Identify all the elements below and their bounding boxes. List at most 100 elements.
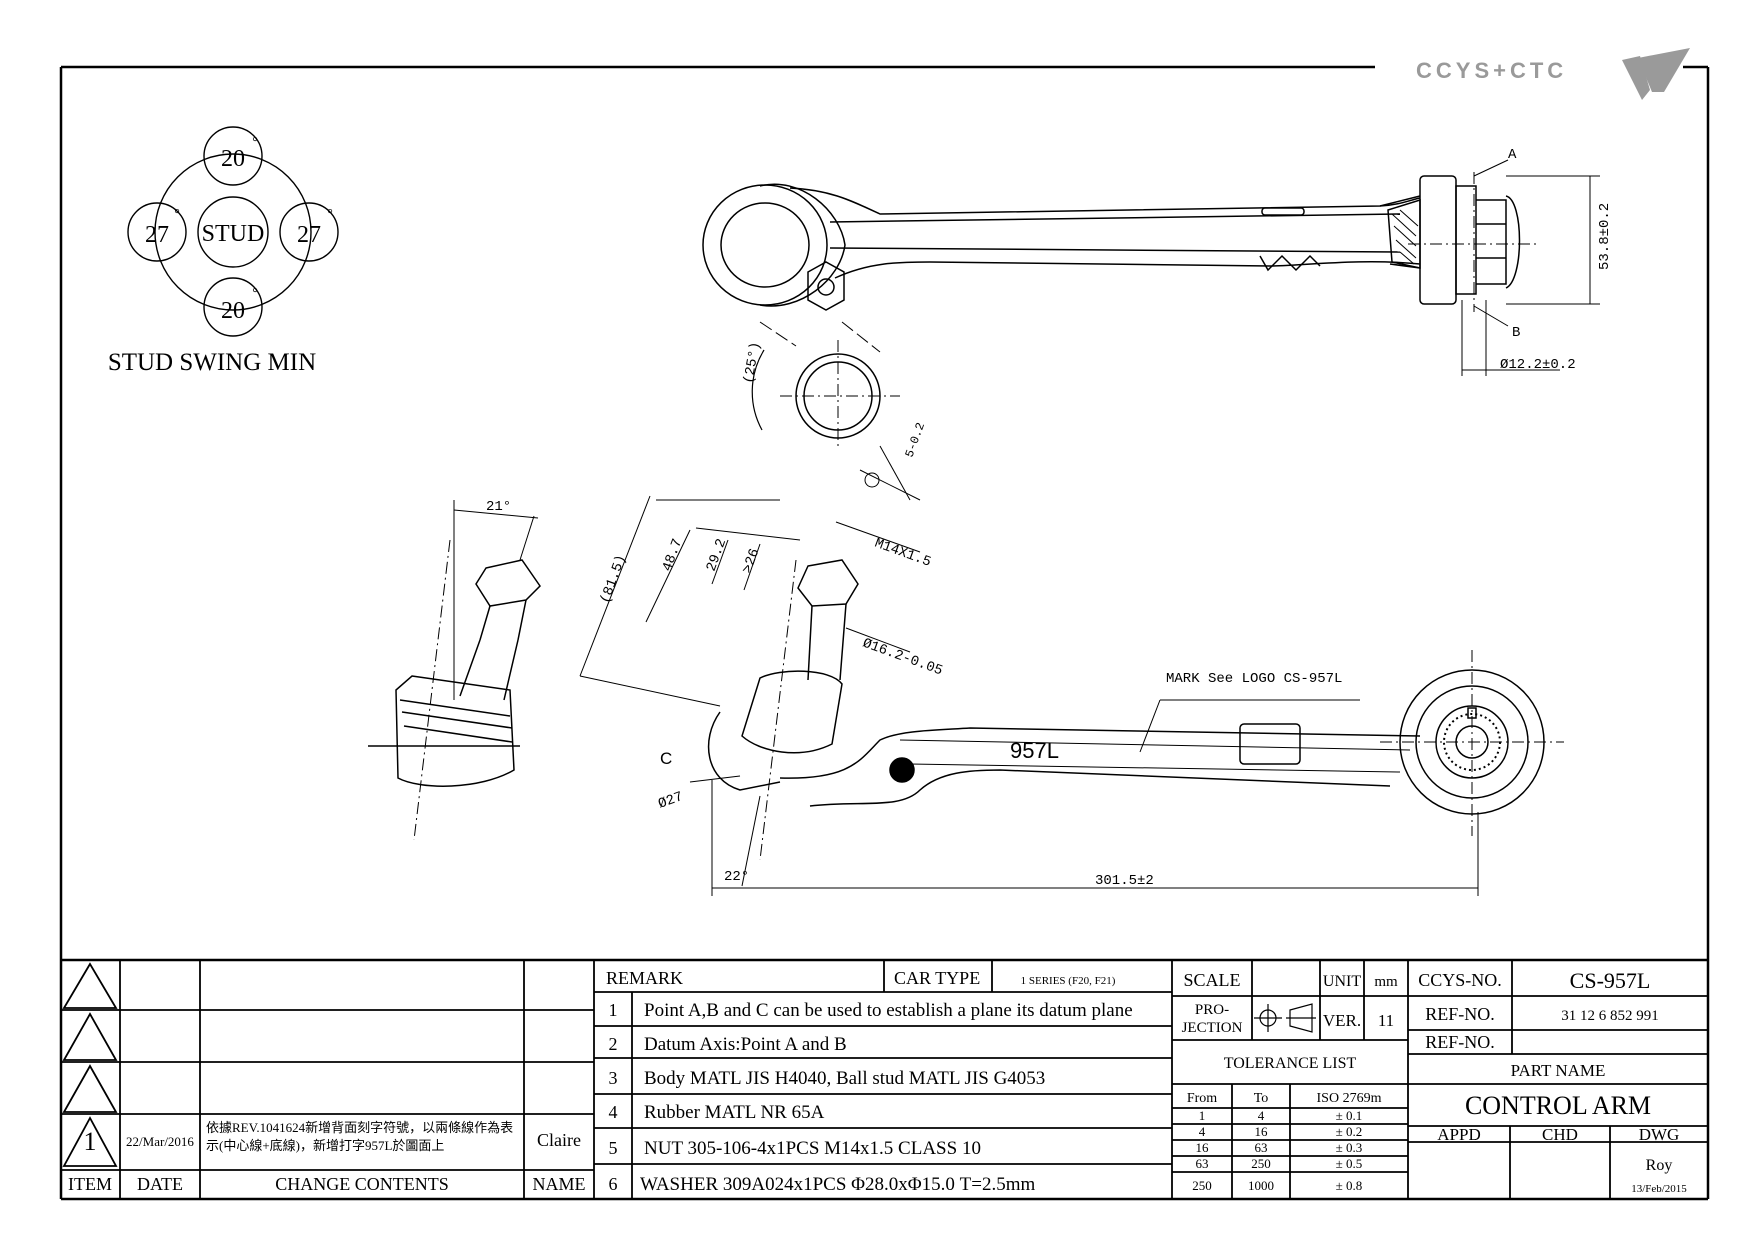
revision-content-line2: 示(中心線+底線)，新增打字957L於圖面上 <box>206 1138 444 1153</box>
tol-value: ± 0.3 <box>1336 1140 1363 1155</box>
scale-label: SCALE <box>1183 970 1240 990</box>
remark-number: 5 <box>609 1138 618 1158</box>
stud-swing-caption: STUD SWING MIN <box>108 349 316 376</box>
tol-to: 1000 <box>1248 1178 1274 1193</box>
car-type-label: CAR TYPE <box>894 968 980 988</box>
projection-symbol-icon <box>1254 1003 1316 1033</box>
revision-content-line1: 依據REV.1041624新增背面刻字符號，以兩條線作為表 <box>206 1120 513 1135</box>
remark-number: 4 <box>609 1102 618 1122</box>
tol-from-header: From <box>1187 1091 1217 1106</box>
stud-swing-diagram <box>127 126 339 337</box>
tol-from: 1 <box>1199 1108 1206 1123</box>
part-mark: 957L <box>1010 738 1059 763</box>
remark-text: Rubber MATL NR 65A <box>644 1102 825 1123</box>
tol-value: ± 0.8 <box>1336 1178 1363 1193</box>
top-view-dimensions <box>859 159 1600 501</box>
tolerance-title: TOLERANCE LIST <box>1224 1055 1357 1072</box>
projection-label: PRO- <box>1195 1002 1229 1018</box>
point-b-label: B <box>1512 325 1520 341</box>
length-dimension: 301.5±2 <box>1095 873 1154 889</box>
tol-value: ± 0.5 <box>1336 1156 1363 1171</box>
remark-text: NUT 305-106-4x1PCS M14x1.5 CLASS 10 <box>644 1138 981 1159</box>
tol-to: 250 <box>1251 1156 1271 1171</box>
tol-to: 4 <box>1258 1108 1265 1123</box>
ref-no-label: REF-NO. <box>1425 1032 1495 1052</box>
angle-25: (25°) <box>741 341 764 385</box>
tol-from: 250 <box>1192 1178 1212 1193</box>
stud-swing-labels: STUD 20 20 27 27 ° ° ° ° STUD SWING MIN <box>108 135 333 376</box>
tolerance-5: 5-0.2 <box>903 421 928 460</box>
mark-note: MARK See LOGO CS-957L <box>1166 671 1342 687</box>
header-name: NAME <box>533 1174 586 1194</box>
dim-48-7: 48.7 <box>660 537 687 574</box>
tol-to: 16 <box>1255 1124 1269 1139</box>
tol-value: ± 0.1 <box>1336 1108 1363 1123</box>
revision-item: 1 <box>84 1127 97 1156</box>
height-dimension: 53.8±0.2 <box>1597 203 1613 270</box>
header-date: DATE <box>137 1174 183 1194</box>
remark-number: 6 <box>609 1174 618 1194</box>
chd-label: CHD <box>1542 1125 1578 1144</box>
control-arm-front-view <box>707 559 1564 861</box>
tol-from: 4 <box>1199 1124 1206 1139</box>
control-arm-top-view <box>702 172 1540 312</box>
tol-from: 16 <box>1196 1140 1210 1155</box>
degree-mark: ° <box>252 135 258 150</box>
ref-no-value: 31 12 6 852 991 <box>1561 1008 1659 1024</box>
remark-number: 3 <box>609 1068 618 1088</box>
tol-value: ± 0.2 <box>1336 1124 1363 1139</box>
unit-value: mm <box>1374 974 1398 990</box>
dim-26: >26 <box>740 547 764 576</box>
stud-left-angle: 27 <box>145 222 169 248</box>
title-block-grid <box>61 960 1708 1199</box>
tol-to: 63 <box>1255 1140 1268 1155</box>
angle-22: 22° <box>724 869 749 885</box>
appd-label: APPD <box>1437 1125 1480 1144</box>
version-value: 11 <box>1378 1011 1394 1030</box>
revision-date: 22/Mar/2016 <box>126 1134 194 1149</box>
stud-top-angle: 20 <box>221 146 245 172</box>
front-view-labels: (81.5) 48.7 29.2 >26 M14X1.5 Ø16.2-0.05 … <box>598 536 1343 889</box>
front-view-dimensions <box>579 495 1479 896</box>
drawing-info-block: SCALE UNIT mm PRO- JECTION VER. 11 TOLER… <box>1182 968 1688 1195</box>
ccys-no-label: CCYS-NO. <box>1418 970 1502 990</box>
dim-27: Ø27 <box>656 789 685 813</box>
part-name-value: CONTROL ARM <box>1465 1091 1651 1120</box>
revision-table: 1 22/Mar/2016 依據REV.1041624新增背面刻字符號，以兩條線… <box>68 1120 586 1194</box>
ball-joint-side-view <box>368 500 541 841</box>
unit-label: UNIT <box>1323 973 1361 990</box>
thread-m14: M14X1.5 <box>872 536 933 571</box>
dwg-label: DWG <box>1639 1125 1680 1144</box>
remark-number: 1 <box>609 1000 618 1020</box>
remarks-table: REMARK CAR TYPE 1 SERIES (F20, F21) 1 Po… <box>606 968 1133 1195</box>
dim-81-5: (81.5) <box>598 553 630 606</box>
header-change-contents: CHANGE CONTENTS <box>275 1174 449 1194</box>
stud-bottom-angle: 20 <box>221 298 245 324</box>
dim-29-2: 29.2 <box>704 537 731 574</box>
remark-number: 2 <box>609 1034 618 1054</box>
remark-header: REMARK <box>606 968 683 988</box>
remark-text: Datum Axis:Point A and B <box>644 1034 847 1055</box>
degree-mark: ° <box>327 207 333 222</box>
dwg-name: Roy <box>1646 1157 1673 1174</box>
stud-center-label: STUD <box>202 221 265 247</box>
remark-text: WASHER 309A024x1PCS Φ28.0xΦ15.0 T=2.5mm <box>640 1174 1036 1195</box>
version-label: VER. <box>1323 1011 1361 1030</box>
degree-mark: ° <box>174 207 180 222</box>
projection-label: JECTION <box>1182 1020 1243 1036</box>
revision-name: Claire <box>537 1130 581 1150</box>
point-a-label: A <box>1508 147 1517 163</box>
washer-view <box>751 321 900 450</box>
dwg-date: 13/Feb/2015 <box>1631 1183 1687 1195</box>
tol-to-header: To <box>1254 1091 1269 1106</box>
part-name-label: PART NAME <box>1511 1061 1606 1080</box>
logo-mark-icon <box>1622 48 1690 100</box>
angle-21: 21° <box>486 499 511 515</box>
ccys-no-value: CS-957L <box>1570 968 1651 993</box>
tol-from: 63 <box>1196 1156 1209 1171</box>
car-type-value: 1 SERIES (F20, F21) <box>1021 975 1116 987</box>
bushing-diameter: Ø12.2±0.2 <box>1500 357 1576 373</box>
company-logo: CCYS+CTC <box>1416 48 1690 100</box>
stud-right-angle: 27 <box>297 222 321 248</box>
